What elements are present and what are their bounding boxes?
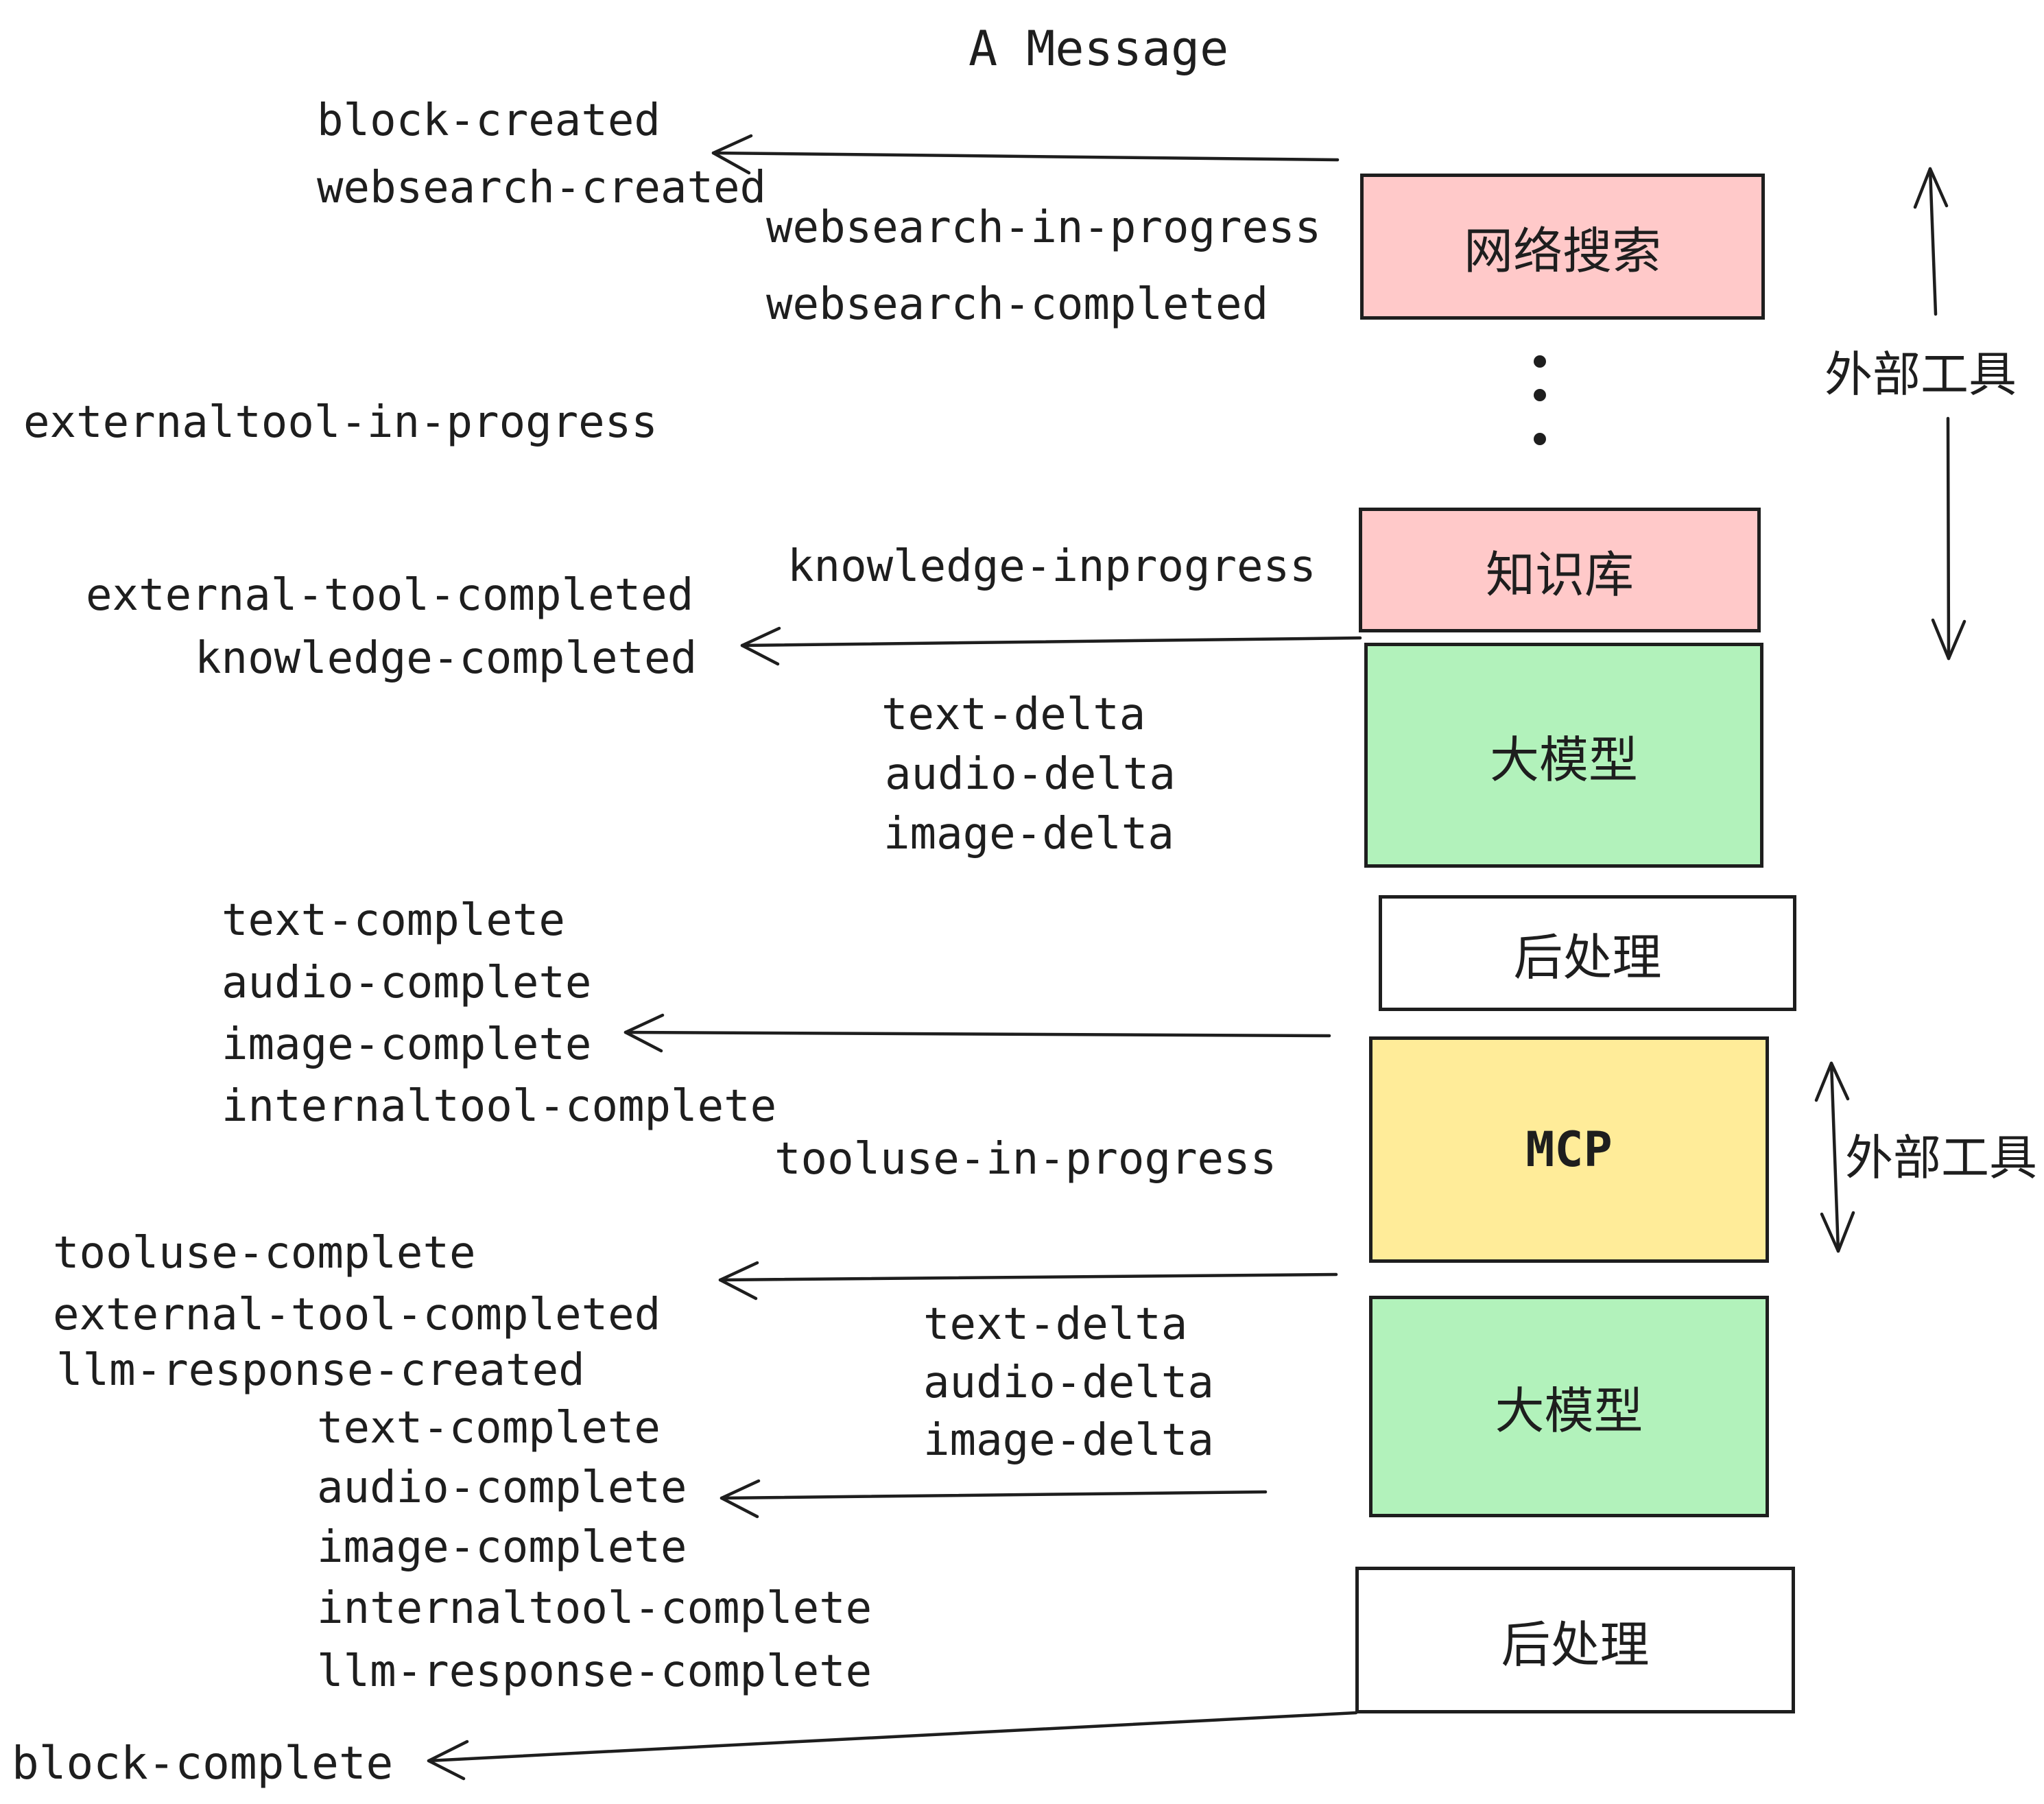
box-websearch-label: 网络搜索 xyxy=(1463,224,1661,279)
box-mcp: MCP xyxy=(1369,1036,1769,1263)
event-label-websearch-in-progress: websearch-in-progress xyxy=(766,202,1322,253)
event-label-image-delta-1: image-delta xyxy=(883,809,1174,859)
diagram-title: A Message xyxy=(968,21,1229,77)
vertical-ellipsis-dots xyxy=(1534,355,1546,445)
arrow-to-tooluse-complete xyxy=(718,1261,1338,1301)
arrow-to-audio-complete xyxy=(720,1479,1268,1519)
event-label-block-complete: block-complete xyxy=(12,1737,394,1790)
event-label-text-delta-1: text-delta xyxy=(881,689,1146,740)
event-label-websearch-completed: websearch-completed xyxy=(766,279,1269,330)
event-label-text-complete-1: text-complete xyxy=(222,895,565,946)
box-llm-top: 大模型 xyxy=(1364,643,1763,868)
event-label-text-delta-2: text-delta xyxy=(923,1299,1188,1350)
box-llm-bottom: 大模型 xyxy=(1369,1296,1769,1517)
event-label-external-tool-completed-2: external-tool-completed xyxy=(53,1290,661,1340)
event-label-llm-response-created: llm-response-created xyxy=(56,1345,585,1396)
event-label-websearch-created: websearch-created xyxy=(317,163,767,213)
double-arrow-external-tools-top xyxy=(1913,167,1966,661)
box-post-top-label: 后处理 xyxy=(1513,931,1662,986)
event-label-internaltool-complete-2: internaltool-complete xyxy=(317,1583,872,1634)
box-knowledge-label: 知识库 xyxy=(1485,547,1634,603)
event-label-knowledge-inprogress: knowledge-inprogress xyxy=(787,541,1316,592)
box-websearch: 网络搜索 xyxy=(1360,174,1765,320)
box-mcp-label: MCP xyxy=(1525,1121,1613,1178)
arrow-to-block-complete xyxy=(427,1711,1358,1781)
box-llm-bottom-label: 大模型 xyxy=(1495,1384,1643,1439)
arrow-to-websearch-created xyxy=(711,134,1340,175)
event-label-text-complete-2: text-complete xyxy=(317,1403,661,1453)
arrow-to-knowledge-completed xyxy=(740,626,1362,666)
annotation-external-tools-mcp: 外部工具 xyxy=(1845,1131,2037,1185)
event-label-knowledge-completed: knowledge-completed xyxy=(195,633,698,684)
box-post-bottom: 后处理 xyxy=(1355,1567,1795,1713)
event-label-audio-delta-2: audio-delta xyxy=(923,1357,1214,1408)
event-label-llm-response-complete: llm-response-complete xyxy=(317,1646,872,1697)
annotation-external-tools-top: 外部工具 xyxy=(1825,348,2017,401)
event-label-audio-delta-1: audio-delta xyxy=(885,749,1176,800)
arrow-to-image-complete xyxy=(623,1013,1331,1053)
event-label-image-complete-2: image-complete xyxy=(317,1522,687,1573)
event-label-externaltool-in-progress: externaltool-in-progress xyxy=(23,397,658,448)
box-llm-top-label: 大模型 xyxy=(1489,733,1638,788)
event-label-tooluse-complete: tooluse-complete xyxy=(53,1228,476,1279)
event-label-external-tool-completed: external-tool-completed xyxy=(86,570,694,621)
event-label-block-created: block-created xyxy=(317,95,661,146)
box-post-bottom-label: 后处理 xyxy=(1501,1617,1650,1673)
event-label-image-complete-1: image-complete xyxy=(222,1019,592,1070)
event-label-audio-complete-1: audio-complete xyxy=(222,958,592,1008)
event-label-internaltool-complete-1: internaltool-complete xyxy=(222,1081,777,1132)
event-label-audio-complete-2: audio-complete xyxy=(317,1462,687,1513)
box-knowledge: 知识库 xyxy=(1359,508,1761,632)
event-label-tooluse-in-progress: tooluse-in-progress xyxy=(774,1134,1277,1185)
box-post-top: 后处理 xyxy=(1379,895,1796,1011)
event-label-image-delta-2: image-delta xyxy=(923,1415,1214,1466)
